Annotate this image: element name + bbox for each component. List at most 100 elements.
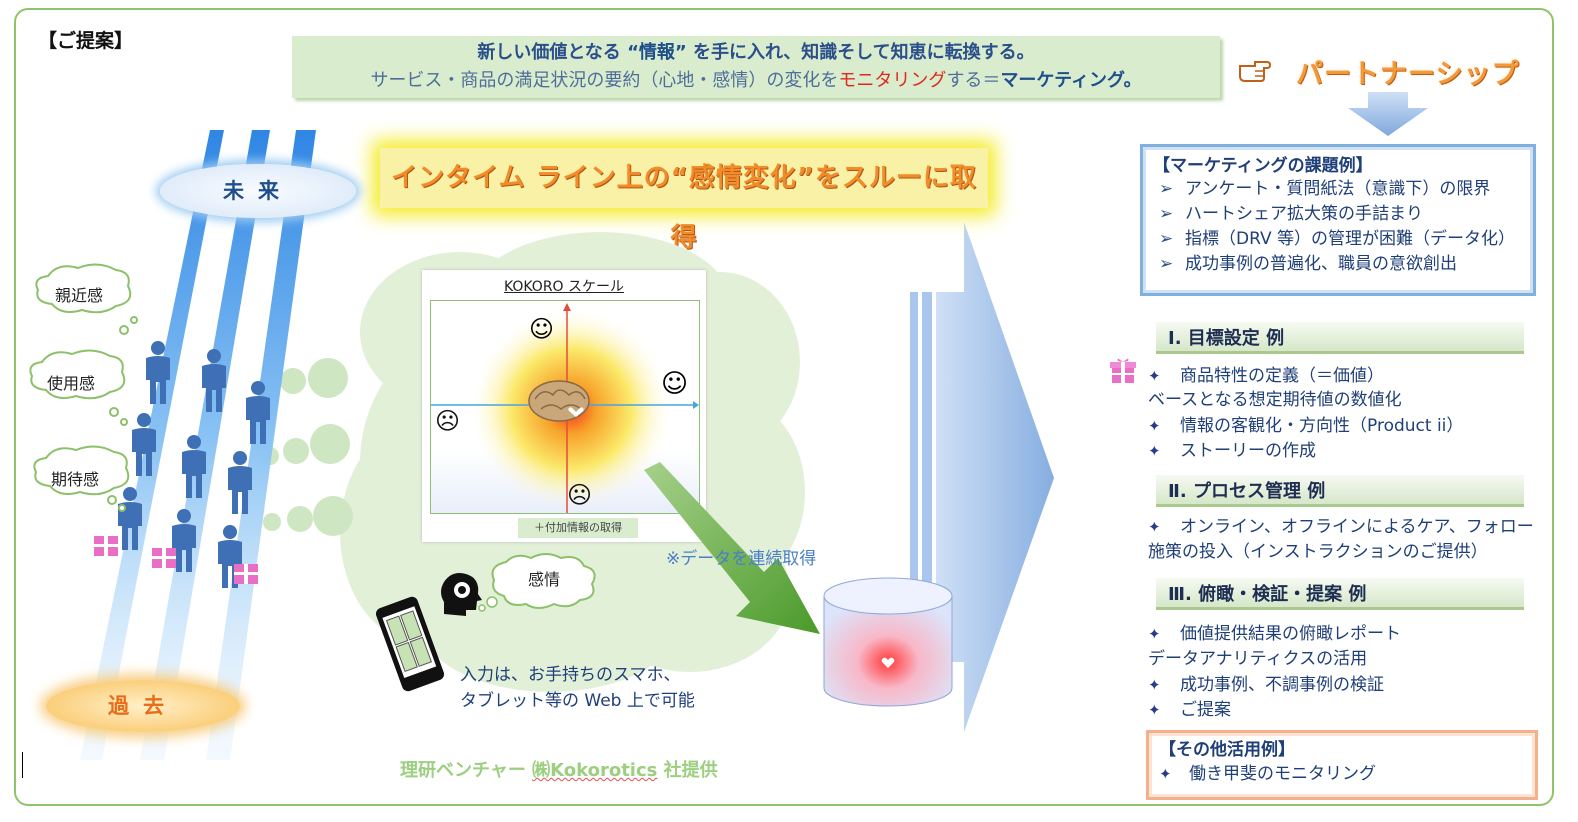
kokoro-scale-card: KOKORO スケール ☺ ☺ ☹ ☹ — [422, 270, 706, 542]
future-label: 未来 — [160, 164, 356, 218]
chart-plot: ☺ ☺ ☹ ☹ — [430, 300, 700, 514]
arrow-bullet-icon: ✦ — [1148, 518, 1161, 536]
section-item-continuation: 施策の投入（インストラクションのご提供） — [1148, 542, 1488, 562]
smartphone-icon — [375, 596, 445, 692]
person-icon — [202, 349, 226, 412]
section-process-header: Ⅱ. プロセス管理 例 — [1156, 475, 1524, 507]
person-icon — [182, 435, 206, 498]
head-gear-icon — [441, 573, 482, 616]
marketing-issues-box: 【マーケティングの課題例】 ➢ アンケート・質問紙法（意識下）の限界 ➢ ハートシェ… — [1140, 144, 1536, 296]
other-uses-box: 【その他活用例】 ✦ 働き甲斐のモニタリング — [1146, 730, 1538, 800]
banner-line-2: サービス・商品の満足状況の要約（心地・感情）の変化をモニタリングする＝マーケティ… — [292, 67, 1220, 95]
section-item-text: 価値提供結果の俯瞰レポート — [1180, 624, 1401, 644]
banner-line1-em: “情報” — [627, 42, 687, 63]
marketing-issue-text: 成功事例の普遍化、職員の意欲創出 — [1185, 254, 1457, 274]
feeling-expectation: 期待感 — [50, 470, 99, 489]
banner-line2-mid: する＝ — [946, 70, 1001, 91]
sad-face-icon: ☹ — [435, 407, 461, 435]
slide-frame — [14, 8, 1554, 806]
banner-line1-pre: 新しい価値となる — [477, 42, 628, 63]
chart-title: KOKORO スケール — [503, 279, 625, 295]
section-item: ✦ 情報の客観化・方向性（Product ii） — [1148, 414, 1463, 438]
chart-footer: ＋付加情報の取得 — [518, 518, 638, 538]
credit-post: 社提供 — [657, 760, 718, 781]
banner-line2-red: モニタリング — [838, 70, 947, 91]
arrow-bullet-icon: ✦ — [1148, 701, 1161, 719]
flow-arrow-right-icon — [910, 222, 1054, 732]
green-arrow-icon — [644, 462, 820, 634]
banner-line-1: 新しい価値となる “情報” を手に入れ、知識そして知恵に転換する。 — [292, 39, 1220, 67]
brain-icon — [528, 380, 590, 422]
feeling-clouds — [29, 263, 138, 512]
down-arrow-icon — [1348, 92, 1428, 136]
text-cursor — [22, 752, 23, 778]
section-item-text: 商品特性の定義（＝価値） — [1180, 366, 1384, 386]
chevron-right-icon: ➢ — [1159, 254, 1174, 274]
person-icon — [246, 381, 270, 444]
section-item: ✦ 商品特性の定義（＝価値） — [1148, 364, 1384, 388]
feeling-closeness: 親近感 — [54, 286, 103, 305]
marketing-issue-item: ➢ アンケート・質問紙法（意識下）の限界 — [1153, 177, 1523, 202]
corner-label: 【ご提案】 — [38, 30, 134, 52]
marketing-issue-text: 指標（DRV 等）の管理が困難（データ化） — [1185, 229, 1516, 249]
input-note: 入力は、お手持ちのスマホ、 タブレット等の Web 上で可能 — [460, 662, 695, 714]
arrow-bullet-icon: ✦ — [1148, 676, 1161, 694]
emotion-bubble-label: 感情 — [527, 570, 560, 589]
partnership-label: パートナーシップ — [1296, 59, 1520, 90]
section-item-text: オンライン、オフラインによるケア、フォロー — [1180, 517, 1534, 537]
marketing-issue-item: ➢ ハートシェア拡大策の手詰まり — [1153, 202, 1523, 227]
section-item-text: 情報の客観化・方向性（Product ii） — [1180, 416, 1464, 436]
banner-line2-end: 。 — [1123, 70, 1142, 91]
section-item: ✦ 成功事例、不調事例の検証 — [1148, 673, 1384, 697]
database-icon — [823, 577, 953, 707]
section-goal-setting-header: Ⅰ. 目標設定 例 — [1156, 322, 1524, 354]
banner-line2-pre: サービス・商品の満足状況の要約（心地・感情）の変化を — [370, 70, 839, 91]
input-note-line2: タブレット等の Web 上で可能 — [460, 691, 695, 711]
continuous-data-note: ※データを連続取得 — [666, 549, 817, 569]
marketing-issue-text: ハートシェア拡大策の手詰まり — [1185, 204, 1423, 224]
gift-icon — [1110, 358, 1136, 383]
section-item: ✦ ストーリーの作成 — [1148, 439, 1316, 463]
section-item-text: 成功事例、不調事例の検証 — [1180, 675, 1384, 695]
arrow-bullet-icon: ✦ — [1159, 765, 1172, 783]
marketing-issues-title: 【マーケティングの課題例】 — [1153, 156, 1373, 176]
section-item: ✦ 価値提供結果の俯瞰レポート — [1148, 622, 1401, 646]
marketing-issue-item: ➢ 成功事例の普遍化、職員の意欲創出 — [1153, 252, 1523, 277]
emotion-map — [431, 303, 699, 513]
marketing-issue-text: アンケート・質問紙法（意識下）の限界 — [1185, 179, 1491, 199]
other-uses-title: 【その他活用例】 — [1159, 740, 1295, 760]
chevron-right-icon: ➢ — [1159, 229, 1174, 249]
section-review-header: Ⅲ. 俯瞰・検証・提案 例 — [1156, 578, 1524, 610]
person-icon — [228, 451, 252, 514]
section-item: ✦ オンライン、オフラインによるケア、フォロー — [1148, 515, 1534, 539]
chevron-right-icon: ➢ — [1159, 179, 1174, 199]
section-item: ✦ ご提案 — [1148, 698, 1231, 722]
angry-face-icon: ☹ — [567, 481, 593, 509]
arrow-bullet-icon: ✦ — [1148, 417, 1161, 435]
feeling-usability: 使用感 — [46, 374, 95, 393]
headline-banner: インタイム ライン上の“感情変化”をスルーに取得 — [380, 148, 988, 253]
gift-icons — [94, 536, 258, 584]
input-note-line1: 入力は、お手持ちのスマホ、 — [460, 665, 681, 685]
other-uses-text: 働き甲斐のモニタリング — [1189, 764, 1376, 784]
emotion-bubble — [478, 553, 596, 612]
past-label: 過去 — [46, 680, 240, 732]
marketing-issue-item: ➢ 指標（DRV 等）の管理が困難（データ化） — [1153, 227, 1523, 252]
section-item-text: ストーリーの作成 — [1180, 441, 1316, 461]
banner-line2-em: マーケティング — [1000, 70, 1124, 91]
banner-line1-post: を手に入れ、知識そして知恵に転換する。 — [686, 42, 1035, 63]
arrow-bullet-icon: ✦ — [1148, 625, 1161, 643]
top-banner: 新しい価値となる “情報” を手に入れ、知識そして知恵に転換する。 サービス・商… — [292, 36, 1220, 98]
pointing-hand-icon — [1239, 61, 1272, 82]
smile-face-icon: ☺ — [661, 369, 689, 399]
happy-face-icon: ☺ — [529, 315, 555, 343]
section-item-continuation: ベースとなる想定期待値の数値化 — [1148, 390, 1402, 410]
section-item-continuation: データアナリティクスの活用 — [1148, 649, 1368, 669]
credit-line: 理研ベンチャー ㈱Kokorotics 社提供 — [400, 756, 718, 782]
arrow-bullet-icon: ✦ — [1148, 367, 1161, 385]
arrow-bullet-icon: ✦ — [1148, 442, 1161, 460]
chevron-right-icon: ➢ — [1159, 204, 1174, 224]
credit-company: ㈱Kokorotics — [532, 760, 658, 781]
section-item-text: ご提案 — [1180, 700, 1231, 720]
other-uses-item: ✦ 働き甲斐のモニタリング — [1159, 761, 1525, 787]
